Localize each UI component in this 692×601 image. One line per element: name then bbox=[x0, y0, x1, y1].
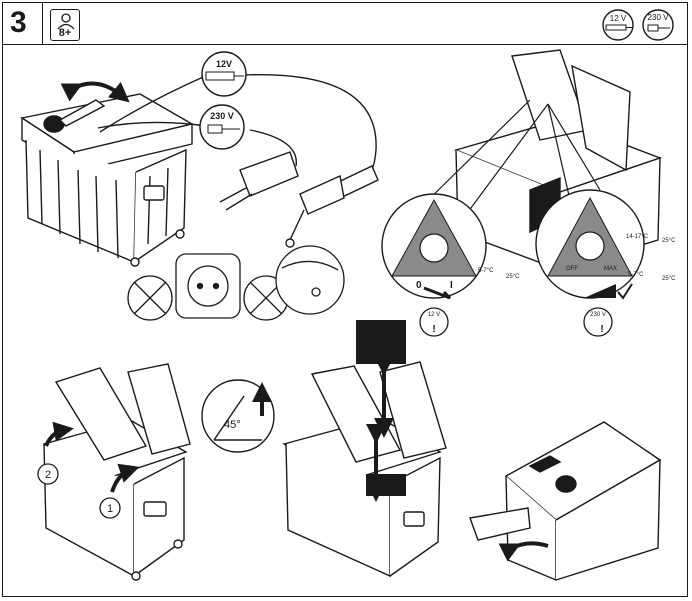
dial-12v-temp: 5-7°C bbox=[478, 268, 494, 274]
lid-swap-arrow bbox=[60, 81, 130, 103]
person-icon bbox=[57, 13, 75, 30]
coolbox-divider bbox=[282, 361, 447, 578]
step-1-label: 1 bbox=[107, 503, 113, 515]
svg-text:!: ! bbox=[432, 324, 435, 335]
checkmark-icon bbox=[617, 283, 633, 300]
callout-230v: 230 V bbox=[199, 104, 245, 150]
step-1-marker: 1 bbox=[99, 497, 121, 519]
coolbox-closed bbox=[20, 93, 194, 267]
dial-12v-callout: 0 I 5-7°C 25°C bbox=[381, 193, 520, 299]
wall-socket-icon bbox=[175, 253, 241, 319]
step-2-label: 2 bbox=[45, 469, 51, 481]
age-badge: 8+ bbox=[50, 9, 80, 41]
power-12v-icon: 12 V bbox=[602, 9, 634, 41]
power-230v-label: 230 V bbox=[648, 13, 670, 22]
callout-230v-label: 230 V bbox=[210, 111, 234, 121]
power-12v-label: 12 V bbox=[610, 14, 627, 23]
handle-arrow bbox=[498, 541, 549, 562]
callout-12v: 12V bbox=[201, 51, 247, 97]
dial-230v-temp-low: 5-7°C bbox=[628, 272, 644, 278]
dial-230v-max: MAX bbox=[604, 266, 617, 272]
dial-12v-on: I bbox=[450, 280, 453, 291]
coolbox-open-left bbox=[42, 363, 191, 581]
power-230v-icon: 230 V bbox=[642, 9, 674, 41]
open-arrow-2 bbox=[44, 421, 74, 447]
dial-230v-off: OFF bbox=[566, 266, 578, 272]
angle-label: 45° bbox=[224, 419, 241, 431]
switch-arrow bbox=[423, 286, 452, 300]
warning-12v-label: 12 V bbox=[428, 312, 440, 318]
warning-230v-icon: 230 V ! bbox=[583, 307, 613, 337]
step-divider bbox=[42, 2, 43, 44]
svg-text:!: ! bbox=[600, 324, 603, 335]
dial-230v-knob bbox=[575, 231, 605, 261]
angle-callout: 45° bbox=[201, 379, 275, 453]
dial-230v-ambient-high: 25°C bbox=[662, 238, 676, 244]
step-2-marker: 2 bbox=[37, 463, 59, 485]
header-divider bbox=[2, 44, 688, 45]
power-level-wedge bbox=[584, 284, 616, 298]
no-tools-icon bbox=[127, 275, 173, 321]
open-arrow-1 bbox=[110, 463, 140, 493]
callout-12v-label: 12V bbox=[216, 59, 232, 69]
dial-12v-ambient: 25°C bbox=[506, 274, 520, 280]
age-label: 8+ bbox=[58, 27, 72, 39]
dial-230v-ambient-low: 25°C bbox=[662, 276, 676, 282]
dial-230v-callout: OFF MAX 14-17°C 5-7°C 25°C 25°C bbox=[535, 189, 676, 299]
cable-set bbox=[97, 73, 379, 248]
coolbox-handle bbox=[469, 421, 662, 582]
dial-230v-temp-high: 14-17°C bbox=[626, 234, 649, 240]
dial-12v-knob bbox=[419, 233, 449, 263]
warning-12v-icon: 12 V ! bbox=[419, 307, 449, 337]
warning-230v-label: 230 V bbox=[590, 312, 606, 318]
car-socket-icon bbox=[275, 245, 345, 315]
dial-12v-off: 0 bbox=[416, 280, 422, 291]
step-number: 3 bbox=[10, 6, 27, 39]
